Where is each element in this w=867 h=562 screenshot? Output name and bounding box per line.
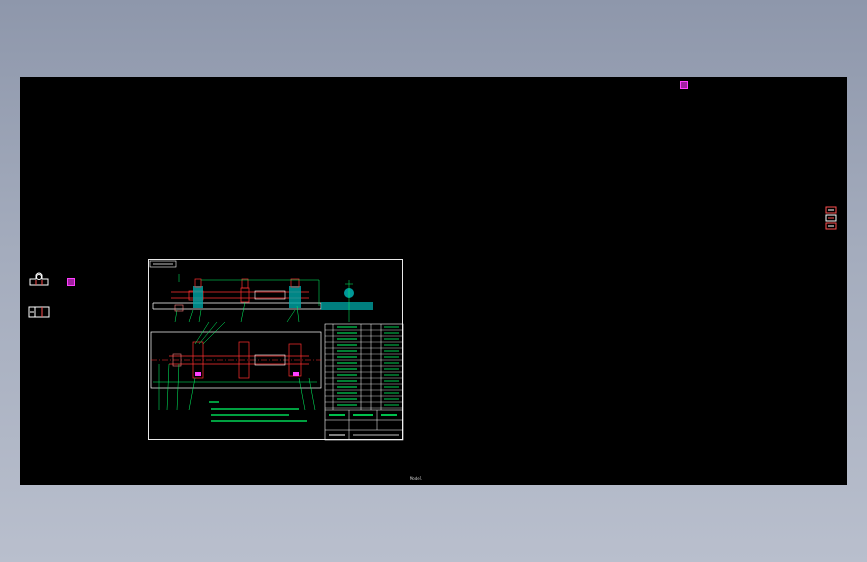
bom-table [324,323,404,441]
title-block [325,409,403,440]
grip-marker-left[interactable] [67,278,75,286]
model-space-canvas[interactable]: Model [20,77,847,485]
plan-view [150,321,322,411]
technical-notes [209,401,307,422]
bom-rows [325,326,403,409]
grip-marker-top[interactable] [680,81,688,89]
front-view [152,274,322,323]
status-label: Model [410,476,423,481]
drawing-sheet[interactable] [148,259,404,441]
drawing-sheet-graphics [149,260,404,441]
viewcube-stack-icon[interactable] [825,206,837,230]
section-view [321,280,373,322]
block-symbol-icon[interactable] [28,271,50,287]
block-legend-icon[interactable] [28,306,50,318]
